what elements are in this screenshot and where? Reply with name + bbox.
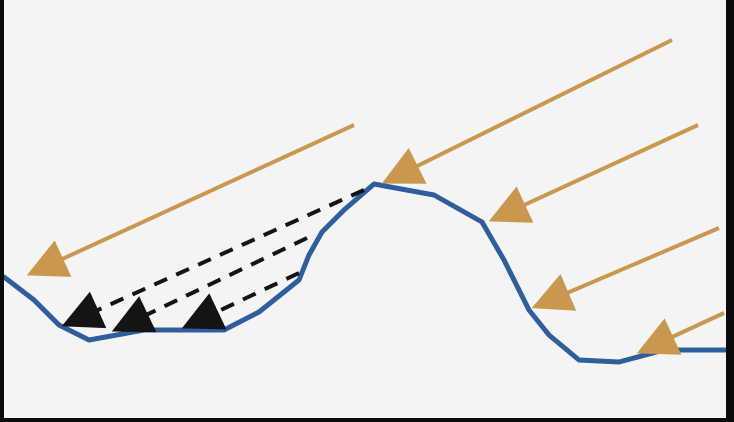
- incoming-ray-2: [381, 38, 673, 184]
- shadow-ray-arrows: [61, 188, 365, 333]
- terrain-profile: [4, 181, 726, 365]
- incoming-ray-1: [26, 123, 355, 277]
- diagram-panel: [4, 0, 726, 418]
- incoming-ray-4: [531, 226, 720, 311]
- incoming-ray-arrows: [26, 38, 725, 355]
- shadow-ray-2: [111, 236, 308, 333]
- incoming-ray-3: [488, 123, 699, 223]
- shadow-ray-3: [181, 271, 300, 330]
- terrain-shadow-diagram: [4, 38, 726, 365]
- shadow-ray-1: [61, 188, 365, 329]
- incoming-ray-5: [636, 311, 725, 355]
